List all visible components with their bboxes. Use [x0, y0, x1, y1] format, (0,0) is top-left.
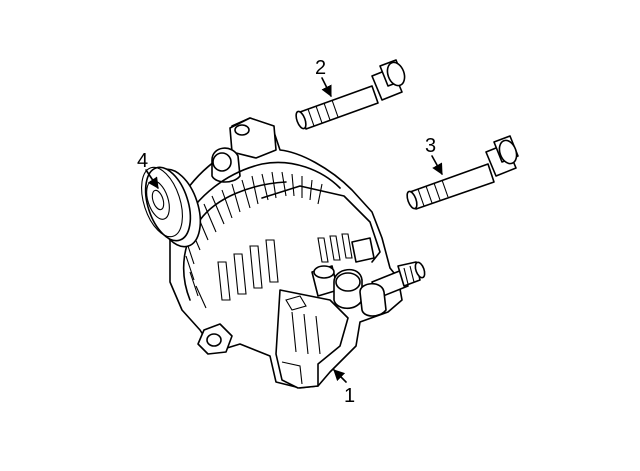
pulley-part-4 [141, 166, 202, 248]
alternator-part-1 [169, 117, 426, 389]
callout-4: 4 [137, 150, 148, 172]
callout-2: 2 [315, 57, 326, 79]
leader-line-3 [431, 155, 443, 175]
callout-1: 1 [344, 385, 355, 407]
bolt-part-3 [406, 135, 519, 210]
leader-line-4 [145, 169, 159, 189]
callout-3: 3 [425, 135, 436, 157]
leader-line-1 [333, 369, 347, 383]
bolt-part-2 [295, 59, 406, 130]
leader-line-2 [321, 77, 332, 98]
